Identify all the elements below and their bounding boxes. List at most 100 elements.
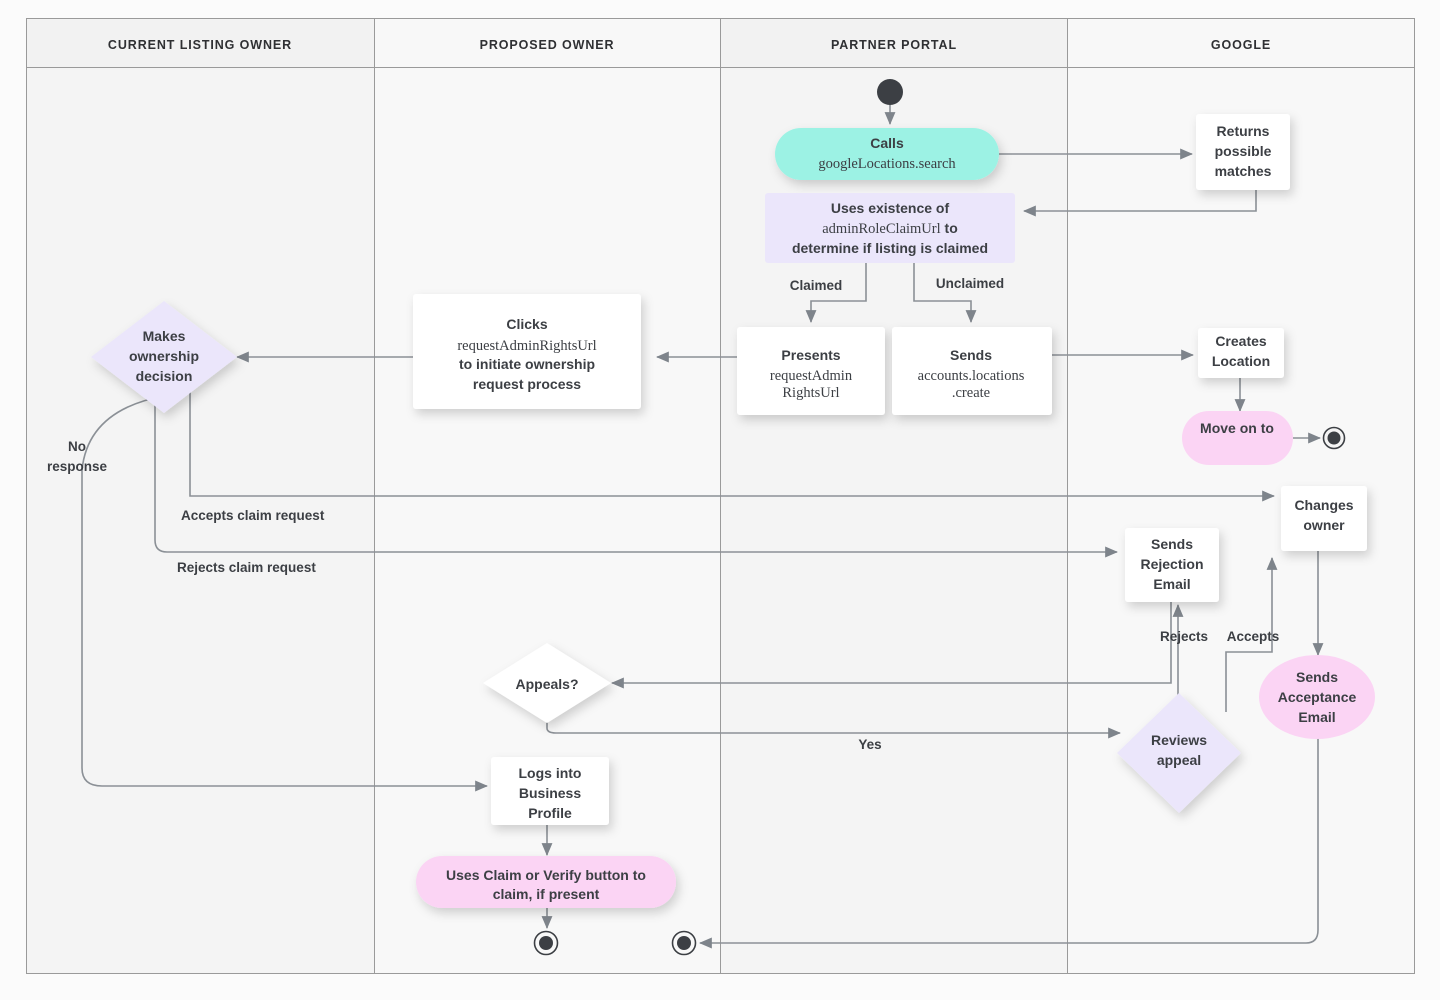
node-reviews-appeal-line2: appeal [1157, 752, 1201, 768]
edge-decision-rejects [154, 390, 1118, 558]
lane-header-proposed-owner: PROPOSED OWNER [480, 38, 615, 52]
node-sends-create-shape [892, 327, 1052, 415]
lane-header-google: GOOGLE [1211, 38, 1271, 52]
node-makes-decision-line1: Makes [143, 328, 186, 344]
node-sends-rejection-line1: Sends [1151, 536, 1193, 552]
node-sends-acceptance[interactable]: Sends Acceptance Email [1259, 655, 1375, 739]
node-creates-location-line1: Creates [1215, 333, 1267, 349]
node-sends-acceptance-shape [1259, 655, 1375, 739]
node-uses-claim-verify-line2: claim, if present [493, 886, 600, 902]
lane-header-current-listing-owner: CURRENT LISTING OWNER [108, 38, 292, 52]
node-appeals-line1: Appeals? [515, 676, 578, 692]
node-uses-claim-verify-line1: Uses Claim or Verify button to [446, 867, 646, 883]
edge-reviews-accepts [1225, 557, 1278, 712]
end-proposed-dot-icon [539, 936, 553, 950]
node-returns-matches[interactable]: Returns possible matches [1196, 114, 1290, 190]
edge-uses-existence-claimed [805, 263, 867, 323]
node-makes-decision-line3: decision [136, 368, 193, 384]
node-sends-acceptance-line1: Sends [1296, 669, 1338, 685]
node-clicks-request-line2: requestAdminRightsUrl [457, 338, 596, 354]
node-start-portal[interactable] [877, 79, 903, 105]
node-presents-url[interactable]: Presents requestAdmin RightsUrl [737, 327, 885, 415]
lane-header-partner-portal: PARTNER PORTAL [831, 38, 957, 52]
edge-decision-no-response [81, 395, 488, 792]
node-logs-into-shape [491, 757, 609, 825]
node-creates-location-shape [1198, 328, 1284, 378]
node-sends-create-line3: .create [952, 385, 990, 401]
node-calls-search-line1: Calls [870, 135, 904, 151]
node-changes-owner-line1: Changes [1294, 497, 1353, 513]
node-uses-existence-line1: Uses existence of [831, 200, 950, 216]
edge-label-accepts-claim: Accepts claim request [181, 508, 325, 523]
node-presents-url-line2: requestAdmin [770, 368, 853, 384]
node-returns-matches-line3: matches [1215, 163, 1272, 179]
node-reviews-appeal-line1: Reviews [1151, 732, 1207, 748]
node-sends-create-line1: Sends [950, 347, 992, 363]
node-uses-claim-verify-shape [416, 856, 676, 908]
node-returns-matches-line1: Returns [1217, 123, 1270, 139]
node-appeals-shape [483, 643, 611, 723]
node-returns-matches-shape [1196, 114, 1290, 190]
node-uses-existence-code-suffix: to [941, 220, 958, 236]
edge-label-rejects-claim: Rejects claim request [177, 560, 316, 575]
edge-label-no-response-line1: No [68, 439, 86, 454]
node-end-partner[interactable] [671, 930, 697, 956]
edge-label-no-response-line2: response [47, 459, 108, 474]
node-changes-owner-shape [1281, 486, 1367, 551]
start-marker-icon [877, 79, 903, 105]
node-sends-rejection-line2: Rejection [1140, 556, 1203, 572]
node-clicks-request-shape [413, 294, 641, 409]
node-changes-owner[interactable]: Changes owner [1281, 486, 1367, 551]
node-sends-acceptance-line2: Acceptance [1278, 689, 1357, 705]
node-sends-rejection-line3: Email [1153, 576, 1190, 592]
node-uses-claim-verify[interactable]: Uses Claim or Verify button to claim, if… [416, 856, 676, 908]
node-uses-existence-code: adminRoleClaimUrl [822, 221, 940, 237]
node-uses-existence-line3: determine if listing is claimed [792, 240, 988, 256]
node-creates-location-line2: Location [1212, 353, 1270, 369]
node-uses-existence[interactable]: Uses existence of adminRoleClaimUrl to d… [765, 193, 1015, 263]
node-reviews-appeal[interactable]: Reviews appeal [1117, 693, 1241, 813]
node-move-on-to-shape [1182, 411, 1293, 465]
node-makes-decision-shape [91, 301, 237, 413]
node-move-on-to[interactable]: Move on to [1182, 411, 1293, 465]
lane-headers: CURRENT LISTING OWNER PROPOSED OWNER PAR… [108, 38, 1271, 52]
node-logs-into-line2: Business [519, 785, 581, 801]
edge-label-unclaimed: Unclaimed [936, 276, 1004, 291]
edges-layer [81, 105, 1324, 949]
node-returns-matches-line2: possible [1215, 143, 1272, 159]
edge-decision-accepts [189, 390, 1275, 502]
edge-returns-to-uses-existence [1023, 189, 1257, 217]
node-logs-into[interactable]: Logs into Business Profile [491, 757, 609, 825]
node-logs-into-line3: Profile [528, 805, 572, 821]
node-clicks-request[interactable]: Clicks requestAdminRightsUrl to initiate… [413, 294, 641, 409]
node-makes-decision[interactable]: Makes ownership decision [91, 301, 237, 413]
edge-acceptance-to-end-partner [699, 737, 1319, 949]
node-presents-url-shape [737, 327, 885, 415]
node-end-proposed[interactable] [533, 930, 559, 956]
node-calls-search[interactable]: Calls googleLocations.search [775, 128, 999, 180]
node-sends-rejection-shape [1125, 528, 1219, 602]
node-sends-acceptance-line3: Email [1298, 709, 1335, 725]
node-sends-rejection[interactable]: Sends Rejection Email [1125, 528, 1219, 602]
edge-uses-existence-unclaimed [913, 263, 977, 323]
edge-appeals-yes-to-reviews [546, 710, 1121, 739]
node-end-google[interactable] [1322, 426, 1346, 450]
node-sends-create[interactable]: Sends accounts.locations .create [892, 327, 1052, 415]
node-creates-location[interactable]: Creates Location [1198, 328, 1284, 378]
lane-outer-border [26, 18, 1415, 974]
node-calls-search-shape [775, 128, 999, 180]
node-sends-create-line2: accounts.locations [918, 368, 1025, 384]
node-presents-url-line3: RightsUrl [782, 385, 839, 401]
edge-label-accepts: Accepts [1227, 629, 1280, 644]
end-marker-dot-icon [1327, 431, 1341, 445]
node-appeals[interactable]: Appeals? [483, 643, 611, 723]
node-clicks-request-line3: to initiate ownership [459, 356, 595, 372]
node-changes-owner-line2: owner [1303, 517, 1345, 533]
node-presents-url-line1: Presents [781, 347, 840, 363]
node-reviews-appeal-shape [1117, 693, 1241, 813]
edge-label-claimed: Claimed [790, 278, 843, 293]
node-uses-existence-shape [765, 193, 1015, 263]
end-partner-dot-icon [677, 936, 691, 950]
